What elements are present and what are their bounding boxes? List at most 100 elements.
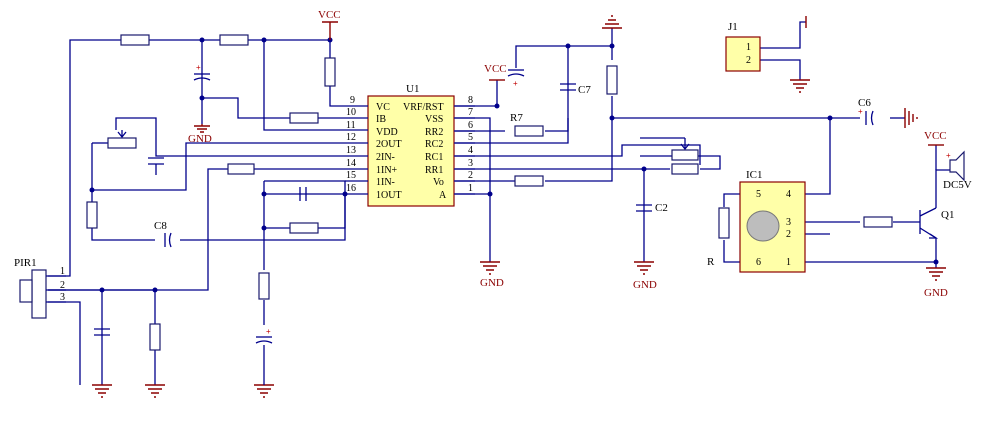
vcc-label-3: VCC <box>924 130 947 142</box>
vcc-label-2: VCC <box>484 63 507 75</box>
u1-pin-num: 9 <box>350 95 355 106</box>
ground-symbols <box>92 15 946 398</box>
r7-label: R7 <box>510 112 523 124</box>
j1-pin-2: 2 <box>746 55 751 66</box>
c6-label: C6 <box>858 97 871 109</box>
capacitor-c2 <box>636 204 652 212</box>
u1-pin-num: 14 <box>346 158 356 169</box>
capacitor-c6: + <box>858 107 874 126</box>
ic1-ref: IC1 <box>746 169 763 181</box>
u1-chip-body <box>367 95 455 207</box>
ic1-pin-6: 6 <box>756 257 761 268</box>
ground-u1 <box>480 261 500 275</box>
u1-pin-stubs <box>345 105 475 195</box>
u1-right-pins: 8 7 6 5 4 3 2 1 VRF/RST VSS RR2 RC2 RC1 … <box>403 95 473 201</box>
resistors <box>86 34 893 351</box>
ground-q1 <box>926 267 946 281</box>
svg-text:+: + <box>196 63 201 72</box>
ic1-pin-3: 3 <box>786 217 791 228</box>
u1-pin-name: 2IN- <box>376 152 395 163</box>
dc5v-label: DC5V <box>943 179 972 191</box>
buzzer: + <box>946 150 965 182</box>
ground-j1 <box>790 79 810 93</box>
u1-pin-num: 1 <box>468 183 473 194</box>
u1-pin-num: 12 <box>346 132 356 143</box>
capacitor-feedback <box>299 187 307 201</box>
svg-text:+: + <box>266 327 271 336</box>
c8-label: C8 <box>154 220 167 232</box>
capacitors: + + + <box>94 63 874 344</box>
u1-pin-name: RC1 <box>425 152 443 163</box>
capacitor-c7 <box>560 83 576 91</box>
ic1-pin-5: 5 <box>756 189 761 200</box>
ground-c6 <box>904 108 918 128</box>
pir1-ref: PIR1 <box>14 257 37 269</box>
u1-pin-name: RR1 <box>425 165 443 176</box>
ground-top-left <box>194 124 210 133</box>
capacitor-pir <box>94 328 110 336</box>
resistor-base <box>863 216 893 228</box>
ground-top-right <box>602 15 622 29</box>
u1-pin-num: 6 <box>468 120 473 131</box>
gnd-label-1: GND <box>188 133 212 145</box>
resistor-vo <box>514 175 544 187</box>
u1-pin-name: RR2 <box>425 127 443 138</box>
c2-label: C2 <box>655 202 668 214</box>
u1-ref: U1 <box>406 83 419 95</box>
u1-pin-num: 4 <box>468 145 473 156</box>
u1-pin-num: 11 <box>346 120 356 131</box>
u1-pin-num: 8 <box>468 95 473 106</box>
resistor-right-vert <box>606 65 618 95</box>
j1-pin-1: 1 <box>746 42 751 53</box>
u1-pin-name: 2OUT <box>376 139 402 150</box>
resistor-r7 <box>514 125 544 137</box>
j1-connector-body <box>725 36 761 72</box>
ic1-pin-2: 2 <box>786 229 791 240</box>
u1-pin-name: VSS <box>425 114 443 125</box>
ground-pir-2 <box>145 384 165 398</box>
ground-c2 <box>634 261 654 275</box>
r-label: R <box>707 256 715 268</box>
u1-pin-name: A <box>439 190 447 201</box>
u1-pin-name: 1OUT <box>376 190 402 201</box>
svg-text:+: + <box>858 107 863 116</box>
potentiometer-right <box>671 149 699 161</box>
vcc-symbols <box>322 21 944 146</box>
u1-pin-num: 13 <box>346 145 356 156</box>
capacitor-c8 <box>164 232 172 248</box>
potentiometer-left <box>107 137 137 149</box>
u1-pin-name: VRF/RST <box>403 102 444 113</box>
capacitor-lower: + <box>255 327 273 344</box>
u1-pin-num: 5 <box>468 132 473 143</box>
u1-pin-name: Vo <box>433 177 444 188</box>
capacitor-top-left: + <box>193 63 211 81</box>
resistor-top-1 <box>120 34 150 46</box>
c7-label: C7 <box>578 84 591 96</box>
resistor-rr1 <box>671 163 699 175</box>
u1-pin-name: 1IN- <box>376 177 395 188</box>
pir1-pin-2: 2 <box>60 280 65 291</box>
u1-left-pins: 9 10 11 12 13 14 15 16 VC IB VDD 2OUT 2I… <box>346 95 402 201</box>
resistor-vcc <box>324 57 336 87</box>
pir1-pin-1: 1 <box>60 266 65 277</box>
u1-pin-num: 2 <box>468 170 473 181</box>
u1-pin-name: VDD <box>376 127 398 138</box>
u1-pin-num: 10 <box>346 107 356 118</box>
u1-pin-num: 7 <box>468 107 473 118</box>
u1-pin-num: 3 <box>468 158 473 169</box>
u1-pin-num: 15 <box>346 170 356 181</box>
resistor-ib <box>289 112 319 124</box>
ic1-pin-1: 1 <box>786 257 791 268</box>
svg-text:+: + <box>513 79 518 88</box>
u1-pin-name: RC2 <box>425 139 443 150</box>
labels: VCC VCC VCC GND GND GND GND DC5V U1 PIR1… <box>14 9 972 303</box>
u1-pin-name: 1IN+ <box>376 165 398 176</box>
resistor-r <box>718 207 730 239</box>
resistor-left-vert <box>86 201 98 229</box>
potentiometers <box>107 130 699 161</box>
svg-text:+: + <box>946 151 951 160</box>
ic1-pin-4: 4 <box>786 189 791 200</box>
resistor-lower <box>258 272 270 300</box>
u1-pin-name: IB <box>376 114 386 125</box>
resistor-1in <box>227 163 255 175</box>
